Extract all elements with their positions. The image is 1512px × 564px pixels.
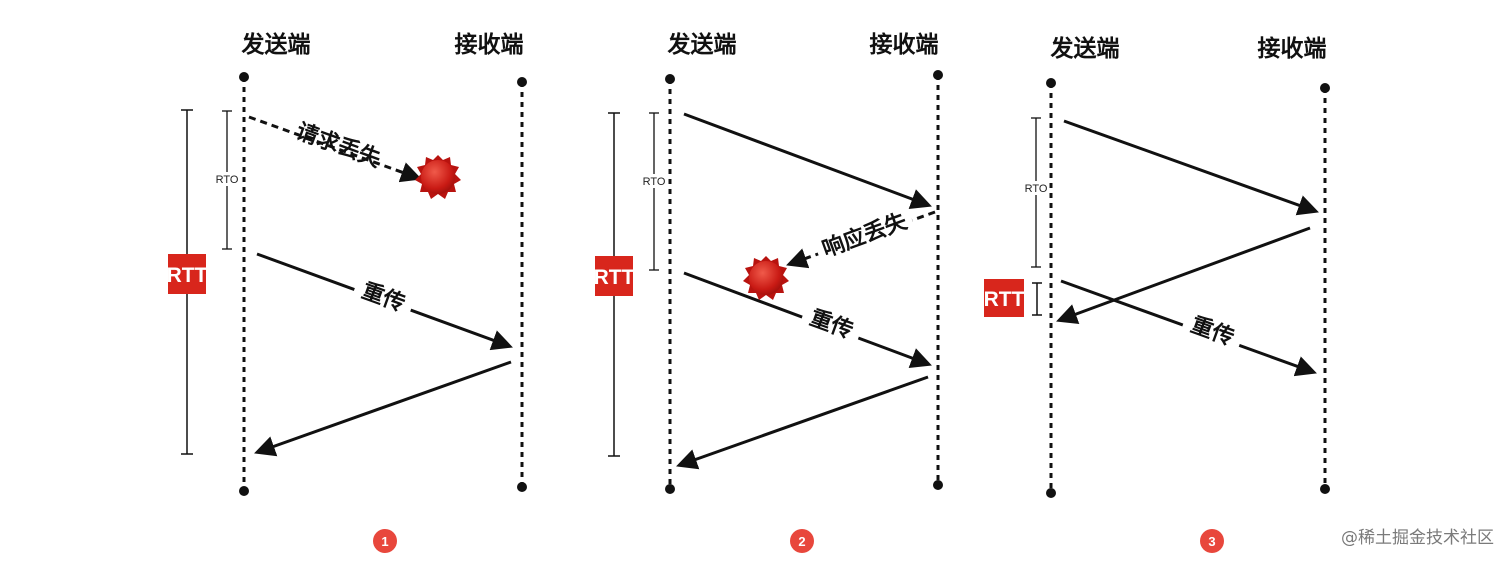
rtt-badge	[168, 254, 206, 294]
timeline-end-dot	[239, 72, 249, 82]
response-arrow	[676, 375, 929, 470]
request-arrow	[683, 112, 932, 209]
timeline-end-dot	[1046, 78, 1056, 88]
step-badge-3: 3	[1200, 529, 1224, 553]
panel-1: 发送端 接收端 RTT RTO	[167, 31, 527, 553]
rtt-badge	[595, 256, 633, 296]
rto-bracket: RTO	[643, 112, 666, 271]
rto-label: RTO	[643, 176, 666, 188]
sender-label: 发送端	[667, 31, 737, 58]
rtt-label: RTT	[594, 266, 635, 289]
timeline-end-dot	[1046, 488, 1056, 498]
timeline-end-dot	[1320, 484, 1330, 494]
response-arrow	[254, 360, 512, 457]
panel-3: 发送端 接收端 RTO RTT 重传	[984, 35, 1330, 553]
rtt-label: RTT	[167, 264, 208, 287]
svg-text:3: 3	[1208, 534, 1215, 549]
timeline-end-dot	[665, 484, 675, 494]
response-arrow	[1056, 226, 1311, 325]
rtt-bracket: RTT	[594, 112, 635, 457]
svg-text:1: 1	[381, 534, 388, 549]
step-badge-2: 2	[790, 529, 814, 553]
timeline-end-dot	[933, 70, 943, 80]
sender-label: 发送端	[1050, 35, 1120, 62]
timeline-end-dot	[1320, 83, 1330, 93]
rto-label: RTO	[216, 174, 239, 186]
rtt-bracket: RTT	[167, 109, 208, 455]
rtt-label: RTT	[984, 288, 1025, 311]
response-lost-label: 响应丢失	[819, 208, 912, 263]
timeline-end-dot	[517, 482, 527, 492]
watermark: @稀土掘金技术社区	[1341, 528, 1494, 548]
receiver-label: 接收端	[455, 31, 524, 58]
sender-label: 发送端	[241, 31, 311, 58]
rto-bracket: RTO	[1025, 117, 1048, 268]
rto-bracket: RTO	[216, 110, 239, 250]
receiver-label: 接收端	[870, 31, 939, 58]
timeline-end-dot	[239, 486, 249, 496]
loss-burst-icon	[743, 256, 789, 300]
timeline-end-dot	[933, 480, 943, 490]
request-lost-label: 请求丢失	[293, 118, 386, 173]
receiver-label: 接收端	[1258, 35, 1327, 62]
request-arrow	[1063, 119, 1319, 216]
step-badge-1: 1	[373, 529, 397, 553]
request-lost-arrow	[248, 115, 422, 183]
loss-burst-icon	[415, 155, 461, 199]
rto-label: RTO	[1025, 183, 1048, 195]
timeline-end-dot	[665, 74, 675, 84]
rtt-bracket: RTT	[984, 279, 1042, 317]
timeline-end-dot	[517, 77, 527, 87]
rtt-badge	[984, 279, 1024, 317]
panel-2: 发送端 接收端 RTT RTO	[594, 31, 943, 553]
svg-text:2: 2	[798, 534, 805, 549]
